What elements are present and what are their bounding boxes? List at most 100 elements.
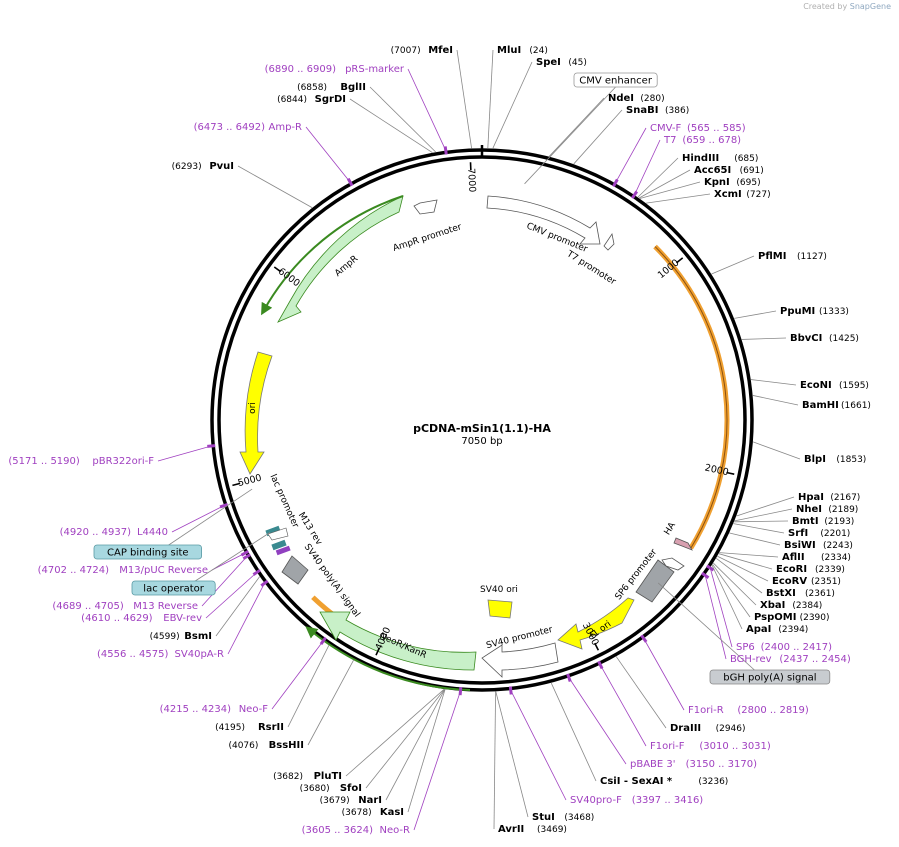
ring-tick-mark [273, 266, 282, 273]
primer-leader [407, 68, 447, 151]
sv40-polya-box [281, 555, 309, 585]
enzyme-position: (2390) [800, 613, 830, 623]
primer-name: Amp-R [269, 122, 303, 133]
enzyme-name: AvrII [498, 824, 524, 835]
primer-label: Neo-F (4215 .. 4234) [160, 704, 269, 715]
primer-position: (2400 .. 2417) [761, 642, 833, 653]
ring-tick-mark [726, 471, 735, 475]
boxed-feature-leader [524, 86, 616, 185]
enzyme-name: SfoI [340, 783, 362, 794]
enzyme-label: PvuI(6293) [172, 161, 234, 172]
primer-leader [615, 127, 647, 184]
enzyme-label: DraIII(2946) [670, 723, 746, 734]
ori-arrow [239, 351, 273, 475]
primer-position: (4689 .. 4705) [52, 601, 124, 612]
enzyme-label: MluI(24) [497, 45, 548, 56]
enzyme-name: EcoRV [772, 576, 807, 587]
feature-label-t7-promoter: T7 promoter [564, 249, 618, 288]
primer-position: (2800 .. 2819) [737, 705, 809, 716]
enzyme-position: (24) [529, 46, 547, 56]
feature-label-sv40-polya: SV40 poly(A) signal [302, 542, 362, 619]
credit-created-by: Created by [803, 2, 848, 11]
enzyme-name: PvuI [209, 161, 234, 172]
enzyme-label: PluTI(3682) [273, 771, 342, 782]
enzyme-leader [487, 49, 494, 149]
primer-name: pBR322ori-F [92, 456, 154, 467]
enzyme-name: BmtI [792, 516, 819, 527]
ring-tick-mark [375, 647, 381, 656]
enzyme-position: (2334) [821, 553, 851, 563]
enzyme-label: PpuMI(1333) [780, 306, 849, 317]
enzyme-position: (3680) [300, 784, 330, 794]
primer-label: pRS-marker(6890 .. 6909) [265, 64, 405, 75]
enzyme-position: (4076) [228, 741, 258, 751]
enzyme-leader [712, 564, 751, 618]
primer-site-mark [346, 177, 354, 187]
primer-label: L4440(4920 .. 4937) [60, 527, 168, 538]
bgh-polya-box [635, 559, 675, 603]
enzyme-label: SrfI(2201) [788, 528, 850, 539]
enzyme-leader [639, 181, 701, 199]
enzyme-position: (1127) [797, 252, 827, 262]
enzyme-position: (2394) [778, 625, 808, 635]
primer-name: Neo-F [239, 704, 269, 715]
boxed-feature-name: CMV enhancer [579, 76, 653, 87]
primer-leader [510, 690, 567, 801]
primer-position: (565 .. 585) [687, 123, 746, 134]
boxed-feature-label: CAP binding site [93, 544, 202, 560]
enzyme-label: EcoRV(2351) [772, 576, 841, 587]
enzyme-name: PluTI [314, 771, 342, 782]
enzyme-position: (7007) [391, 46, 421, 56]
enzyme-name: KpnI [704, 177, 730, 188]
enzyme-position: (3679) [320, 796, 350, 806]
enzyme-name: KasI [380, 807, 404, 818]
primer-label: pBR322ori-F (5171 .. 5190) [8, 456, 154, 467]
enzyme-leader [495, 691, 529, 818]
enzyme-label: SpeI(45) [536, 57, 587, 68]
backbone [210, 148, 754, 692]
primer-site-mark [207, 444, 216, 448]
primer-position: (5171 .. 5190) [8, 456, 80, 467]
enzyme-leader [752, 441, 801, 460]
enzyme-name: NheI [796, 504, 822, 515]
primer-label: M13 Reverse(4689 .. 4705) [52, 601, 198, 612]
enzyme-name: BsmI [184, 631, 212, 642]
primer-label: M13/pUC Reverse(4702 .. 4724) [38, 565, 208, 576]
enzyme-position: (691) [740, 166, 764, 176]
enzyme-position: (727) [746, 190, 770, 200]
enzyme-leader [646, 193, 711, 204]
enzyme-label: KpnI(695) [704, 177, 761, 188]
enzyme-leader [215, 576, 260, 637]
ring-tick-mark [675, 257, 684, 264]
enzyme-label: XcmI(727) [714, 189, 771, 200]
enzyme-position: (685) [734, 154, 758, 164]
primer-leader [305, 126, 351, 183]
enzyme-label: KasI (3678) [342, 807, 404, 818]
boxed-feature-label: bGH poly(A) signal [709, 669, 831, 685]
primer-site-mark [458, 687, 463, 696]
primer-name: L4440 [137, 527, 168, 538]
enzyme-leader [456, 49, 472, 149]
enzyme-label: HindIII(685) [682, 153, 758, 164]
enzyme-label: SgrDI(6844) [277, 94, 346, 105]
snapgene-credit: Created by SnapGene [803, 2, 891, 11]
enzyme-label: ApaI(2394) [746, 624, 808, 635]
ring-tick-mark [594, 642, 600, 651]
enzyme-label: BssHII(4076) [228, 740, 304, 751]
enzyme-label: XbaI(2384) [760, 600, 822, 611]
boxed-feature-label: CMV enhancer [573, 72, 658, 88]
enzyme-position: (3678) [342, 808, 372, 818]
enzyme-name: NarI [358, 795, 382, 806]
enzyme-name: BlpI [804, 454, 826, 465]
primer-position: (4215 .. 4234) [160, 704, 232, 715]
primer-label: F1ori-R(2800 .. 2819) [688, 705, 809, 716]
plasmid-name: pCDNA-mSin1(1.1)-HA [413, 422, 551, 435]
primer-label: CMV-F(565 .. 585) [650, 123, 746, 134]
primer-leader [205, 572, 257, 619]
enzyme-label: EcoNI(1595) [800, 380, 869, 391]
enzyme-name: SnaBI [626, 105, 658, 116]
enzyme-label: AflII(2334) [782, 552, 851, 563]
feature-label-lac-promoter: lac promoter [268, 473, 301, 530]
enzyme-position: (2167) [830, 493, 860, 503]
enzyme-leader [734, 508, 793, 522]
